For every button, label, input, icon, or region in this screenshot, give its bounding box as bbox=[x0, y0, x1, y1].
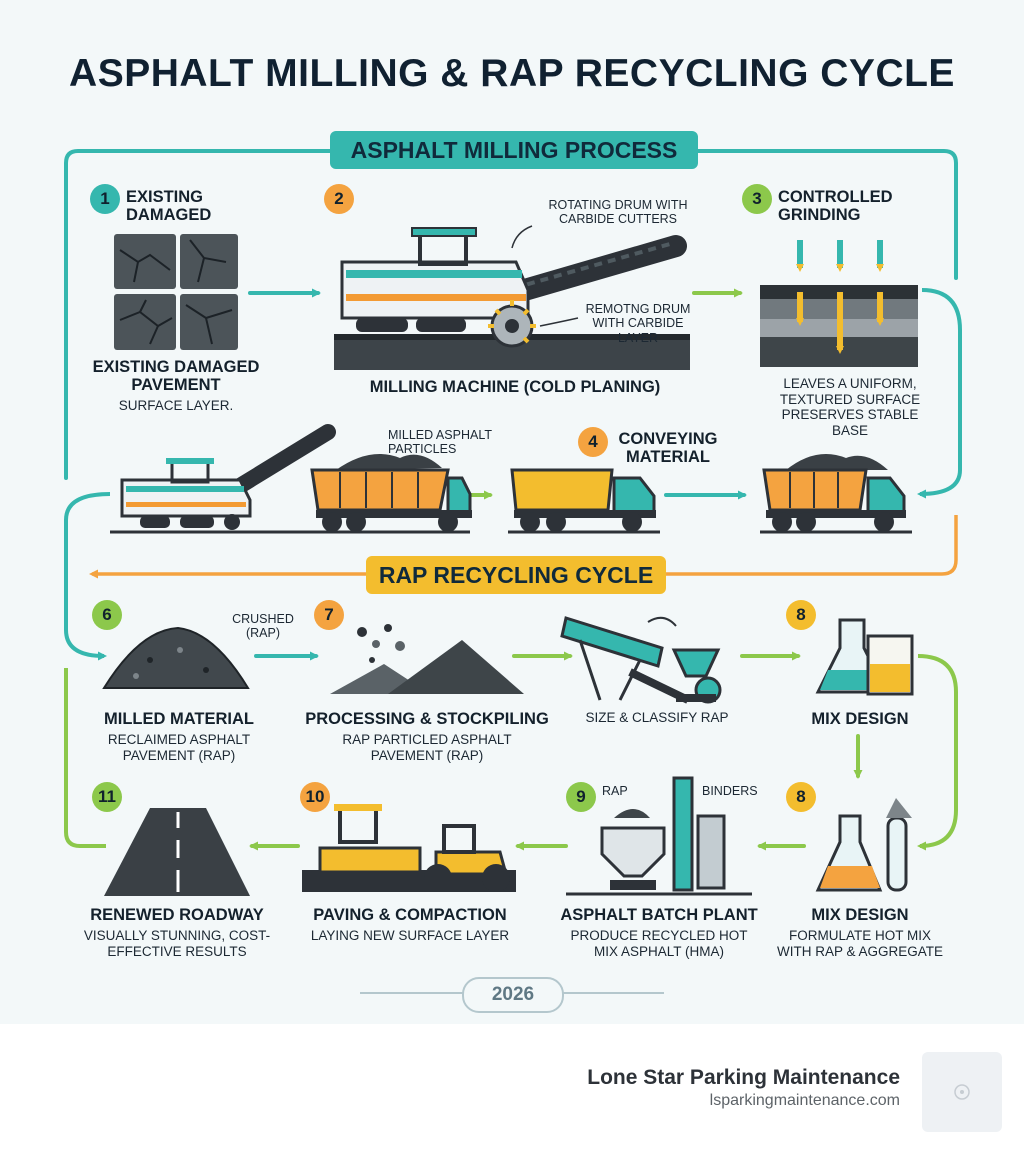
milling-frame-line bbox=[64, 149, 958, 480]
rap-label: RAP bbox=[602, 784, 628, 798]
batch-plant-icon bbox=[566, 776, 752, 896]
cycle-arrow-left-down bbox=[64, 492, 111, 661]
step-7-badge: 7 bbox=[314, 600, 344, 630]
step-10-sub: LAYING NEW SURFACE LAYER bbox=[310, 928, 510, 943]
particles-callout: MILLED ASPHALT PARTICLES bbox=[388, 428, 492, 457]
recycling-frame-line bbox=[89, 515, 958, 579]
step-9-caption: ASPHALT BATCH PLANT bbox=[560, 906, 758, 924]
diagram-artwork bbox=[64, 149, 962, 994]
infographic: ASPHALT MILLING & RAP RECYCLING CYCLE AS… bbox=[0, 0, 1024, 1024]
step-6-sub: RECLAIMED ASPHALT PAVEMENT (RAP) bbox=[107, 732, 251, 763]
cycle-arrow-right-down bbox=[917, 288, 962, 499]
step-6-badge: 6 bbox=[92, 600, 122, 630]
dump-truck-icon bbox=[508, 468, 660, 534]
milling-banner: ASPHALT MILLING PROCESS bbox=[330, 131, 698, 169]
rap-pile-icon bbox=[102, 626, 250, 689]
company-website[interactable]: lsparkingmaintenance.com bbox=[709, 1092, 900, 1109]
step-10-caption: PAVING & COMPACTION bbox=[313, 906, 507, 924]
company-logo bbox=[922, 1052, 1002, 1132]
binders-label: BINDERS bbox=[702, 784, 758, 798]
step-4-badge: 4 bbox=[578, 427, 608, 457]
company-name: Lone Star Parking Maintenance bbox=[587, 1066, 900, 1089]
stockpile-icon bbox=[330, 624, 524, 694]
lab-flask-icon bbox=[815, 618, 914, 696]
step-9-sub: PRODUCE RECYCLED HOT MIX ASPHALT (HMA) bbox=[570, 928, 748, 959]
milling-machine-small-icon bbox=[110, 424, 336, 534]
dump-truck-loaded-icon-2 bbox=[760, 454, 912, 534]
step-8b-caption: MIX DESIGN bbox=[811, 906, 909, 924]
grinding-layers-icon bbox=[760, 240, 918, 367]
step-9-badge: 9 bbox=[566, 782, 596, 812]
step-1-sub: SURFACE LAYER. bbox=[118, 398, 234, 413]
dump-truck-loaded-icon bbox=[300, 454, 472, 534]
drum-callout-top: ROTATING DRUM WITH CARBIDE CUTTERS bbox=[548, 198, 688, 227]
step-3-badge: 3 bbox=[742, 184, 772, 214]
road-icon bbox=[104, 808, 250, 896]
logo-icon bbox=[954, 1084, 970, 1100]
step-3-heading: CONTROLLED GRINDING bbox=[778, 188, 893, 225]
step-8a-badge: 8 bbox=[786, 600, 816, 630]
step-3-caption: LEAVES A UNIFORM, TEXTURED SURFACE PRESE… bbox=[779, 376, 921, 438]
page-title: ASPHALT MILLING & RAP RECYCLING CYCLE bbox=[69, 52, 955, 95]
milling-machine-icon bbox=[334, 225, 690, 370]
step-11-badge: 11 bbox=[92, 782, 122, 812]
cycle-arrow-left-return bbox=[64, 668, 106, 848]
step-8b-sub: FORMULATE HOT MIX WITH RAP & AGGREGATE bbox=[776, 928, 944, 959]
step-6-caption: MILLED MATERIAL bbox=[103, 710, 254, 728]
cycle-arrow-right-loop bbox=[917, 654, 958, 851]
recycling-banner: RAP RECYCLING CYCLE bbox=[366, 556, 666, 594]
step-7-sub: RAP PARTICLED ASPHALT PAVEMENT (RAP) bbox=[342, 732, 512, 763]
step-8a-caption: MIX DESIGN bbox=[811, 710, 909, 728]
paver-roller-icon bbox=[302, 804, 516, 892]
step-11-caption: RENEWED ROADWAY bbox=[90, 906, 264, 924]
step-4-heading: CONVEYING MATERIAL bbox=[618, 430, 718, 467]
step-8b-badge: 8 bbox=[786, 782, 816, 812]
crushed-callout: CRUSHED (RAP) bbox=[232, 612, 294, 641]
mix-flask-icon bbox=[815, 798, 912, 892]
step-10-badge: 10 bbox=[300, 782, 330, 812]
step-1-heading: EXISTING DAMAGED bbox=[126, 188, 212, 225]
step-7-caption: PROCESSING & STOCKPILING bbox=[305, 710, 549, 728]
step-1-caption: EXISTING DAMAGED PAVEMENT bbox=[92, 358, 260, 395]
step-11-sub: VISUALLY STUNNING, COST-EFFECTIVE RESULT… bbox=[83, 928, 271, 959]
cracked-pavement-icon bbox=[114, 234, 238, 350]
step-1-badge: 1 bbox=[90, 184, 120, 214]
step-2-caption: MILLING MACHINE (COLD PLANING) bbox=[369, 378, 661, 396]
drum-callout-bottom: REMOTNG DRUM WITH CARBIDE LAYER bbox=[585, 302, 691, 345]
screen-caption: SIZE & CLASSIFY RAP bbox=[585, 710, 729, 725]
year-badge: 2026 bbox=[462, 977, 564, 1013]
screening-plant-icon bbox=[560, 616, 722, 704]
step-2-badge: 2 bbox=[324, 184, 354, 214]
